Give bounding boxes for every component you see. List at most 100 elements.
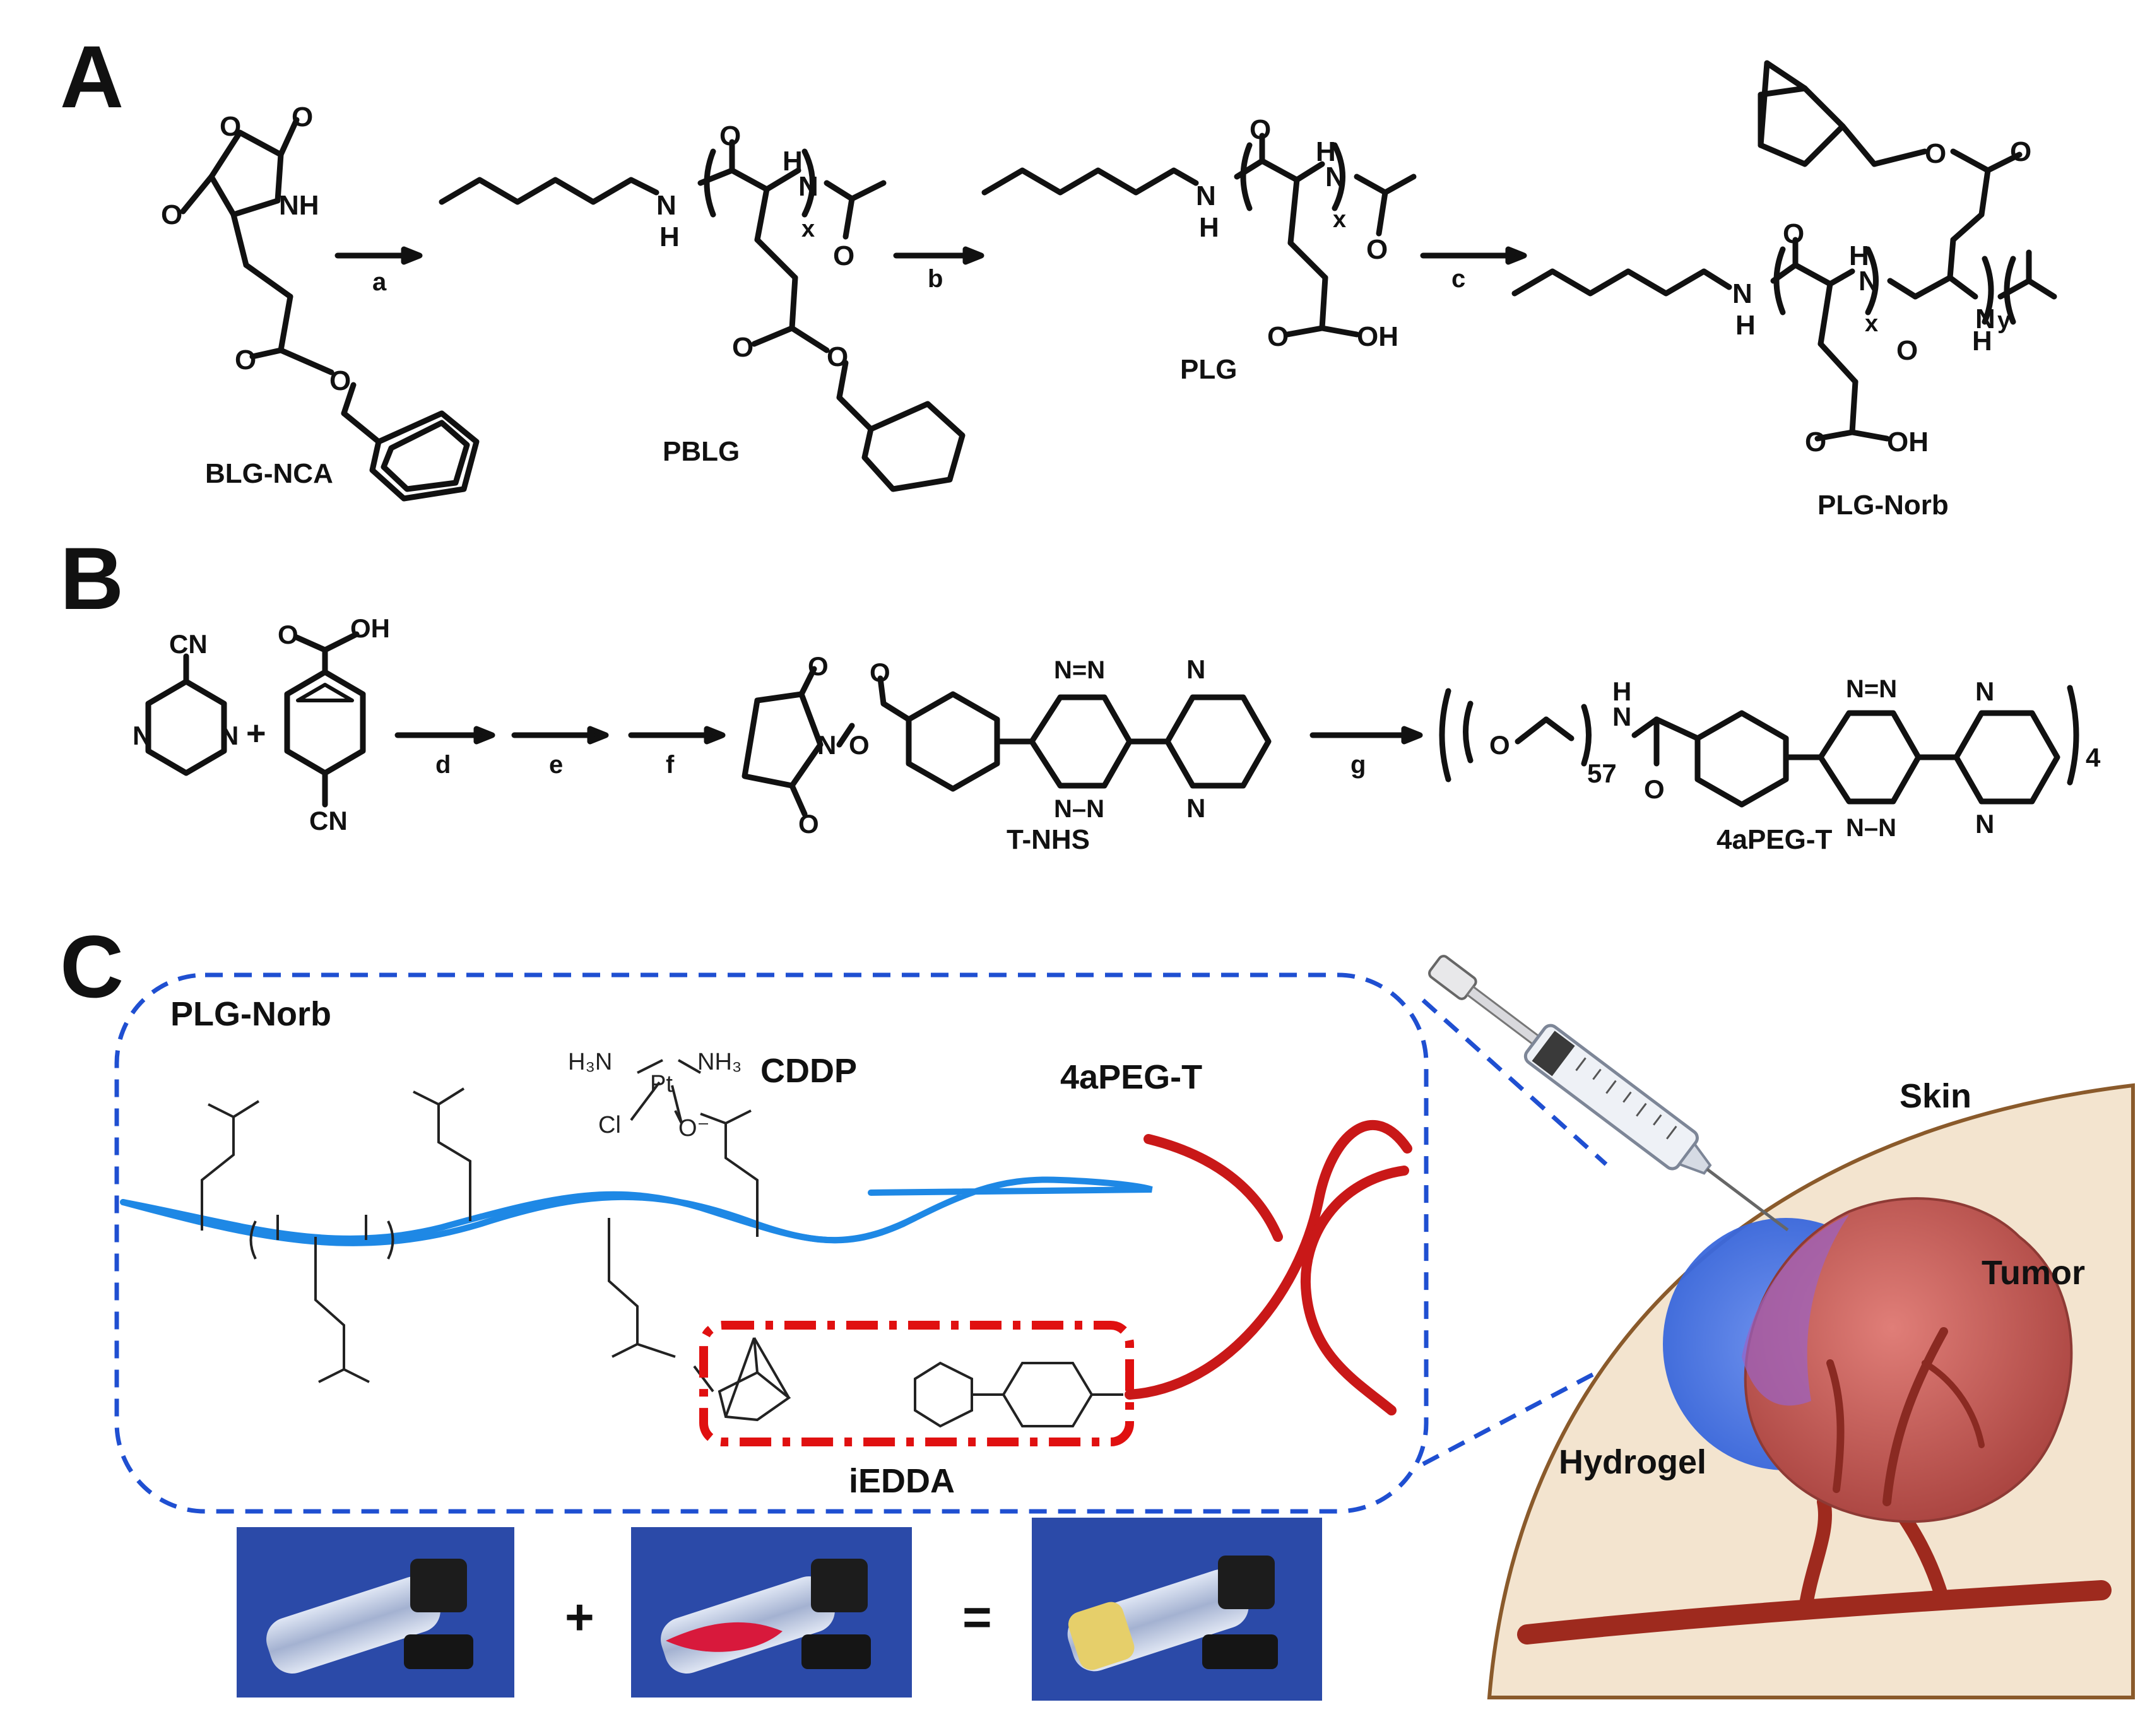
step-label-a: a [372, 268, 387, 296]
atom-label: NH [279, 190, 319, 221]
atom-label: H [783, 146, 803, 177]
atom-label: O [235, 345, 256, 375]
atom-label: x [1865, 310, 1878, 337]
panel-label-a: A [60, 27, 124, 126]
step-label-d: d [435, 751, 451, 779]
compound-label-pblg: PBLG [663, 436, 740, 467]
cddp-atom: H₃N [568, 1049, 612, 1075]
atom-label: O [329, 365, 351, 396]
peg-star-arms [1125, 1120, 1412, 1415]
atom-label: N–N [1054, 795, 1104, 823]
atom-label: H [1849, 240, 1869, 271]
atom-label: O [849, 730, 870, 760]
pblg-structure [439, 139, 966, 492]
cddp-atom: O⁻ [678, 1115, 710, 1142]
cddp-atom: Cl [598, 1112, 621, 1138]
atom-label: N=N [1846, 675, 1897, 703]
panel-label-b: B [60, 529, 124, 628]
step-label-f: f [666, 751, 675, 779]
vial-photo-empty [237, 1527, 514, 1698]
atom-label: CN [309, 806, 348, 836]
compound-label-plg-norb: PLG-Norb [1817, 490, 1949, 521]
atom-label: N [1612, 702, 1631, 731]
compound-label-blg-nca: BLG-NCA [205, 458, 333, 489]
atom-label: O [278, 620, 298, 649]
arm-count-label: 4 [2086, 743, 2101, 772]
photo-plus: + [565, 1589, 594, 1645]
atom-label: H [1735, 310, 1756, 341]
atom-label: O [1805, 427, 1826, 458]
photo-equals: = [962, 1589, 992, 1645]
peg-repeat-label: 57 [1587, 759, 1617, 788]
atom-label: O [1783, 218, 1804, 249]
compound-label-plg: PLG [1180, 354, 1237, 385]
atom-label: O [798, 809, 819, 839]
step-label-b: b [928, 265, 943, 293]
atom-label: N [1325, 162, 1345, 192]
network-zoom-box [114, 972, 1429, 1514]
atom-label: O [1267, 321, 1289, 352]
atom-label: O [220, 111, 241, 142]
label-cddp: CDDP [760, 1052, 857, 1090]
blg-nca-structure [180, 117, 480, 502]
atom-label: N [1975, 304, 1995, 334]
label-4apeg-t: 4aPEG-T [1060, 1058, 1202, 1096]
atom-label: OH [1887, 427, 1929, 458]
atom-label: O [2010, 136, 2031, 167]
zoom-line [1421, 998, 1608, 1166]
atom-label: N [817, 730, 836, 760]
label-skin: Skin [1900, 1077, 1971, 1115]
atom-label: N [1186, 654, 1205, 684]
atom-label: N [133, 721, 151, 750]
atom-label: N [1732, 278, 1752, 309]
syringe-icon [1428, 955, 1789, 1232]
vial-photo-gel [1032, 1518, 1322, 1701]
atom-label: N–N [1846, 814, 1896, 842]
atom-label: OH [1357, 321, 1398, 352]
panel-c: C [60, 917, 2135, 1701]
atom-label: O [1925, 138, 1946, 169]
plg-structure [981, 133, 1417, 338]
atom-label: O [1366, 234, 1388, 265]
panel-a-text: A O O NH O O O a BLG-NCA N H O H N x O O… [60, 27, 2031, 521]
atom-label: H [1612, 676, 1631, 706]
label-plg-norb: PLG-Norb [170, 995, 331, 1033]
label-tumor: Tumor [1982, 1254, 2085, 1292]
panel-b [145, 631, 2079, 817]
atom-label: N [1186, 793, 1205, 823]
iedda-box [699, 1321, 1134, 1446]
atom-label: N=N [1054, 656, 1105, 684]
atom-label: y [1997, 307, 2011, 334]
atom-label: O [161, 199, 182, 230]
panel-b-text: B CN N N + O O H CN d e f O N O O O N=N N… [60, 529, 2101, 855]
plg-norb-structure [1511, 60, 2057, 442]
panel-a [180, 60, 2057, 502]
atom-label: N [1975, 676, 1994, 706]
atom-label: x [1333, 206, 1346, 233]
atom-label: H [1972, 326, 1992, 357]
atom-label: O [719, 121, 741, 151]
atom-label: O [1489, 730, 1510, 760]
atom-label: N [1196, 180, 1216, 211]
atom-label: O [1250, 114, 1271, 145]
cddp-atom: NH₃ [697, 1049, 742, 1075]
compound-label-t-nhs: T-NHS [1007, 824, 1090, 855]
atom-label: H [659, 221, 680, 252]
atom-label: O [1644, 774, 1665, 804]
atom-label: N [798, 171, 818, 202]
plus-sign: + [246, 714, 266, 752]
step-label-c: c [1451, 265, 1465, 293]
cddp-atom: Pt [650, 1071, 673, 1097]
atom-label: x [801, 216, 815, 242]
atom-label: O [1896, 335, 1918, 366]
atom-label: N [1975, 809, 1994, 839]
atom-label: O [870, 658, 890, 687]
atom-label: O [292, 102, 313, 133]
atom-label: CN [169, 629, 208, 659]
atom-label: H [1316, 136, 1336, 167]
atom-label: H [1199, 212, 1219, 243]
step-label-e: e [549, 751, 563, 779]
atom-label: O [833, 240, 854, 271]
vial-photo-red [631, 1527, 912, 1698]
